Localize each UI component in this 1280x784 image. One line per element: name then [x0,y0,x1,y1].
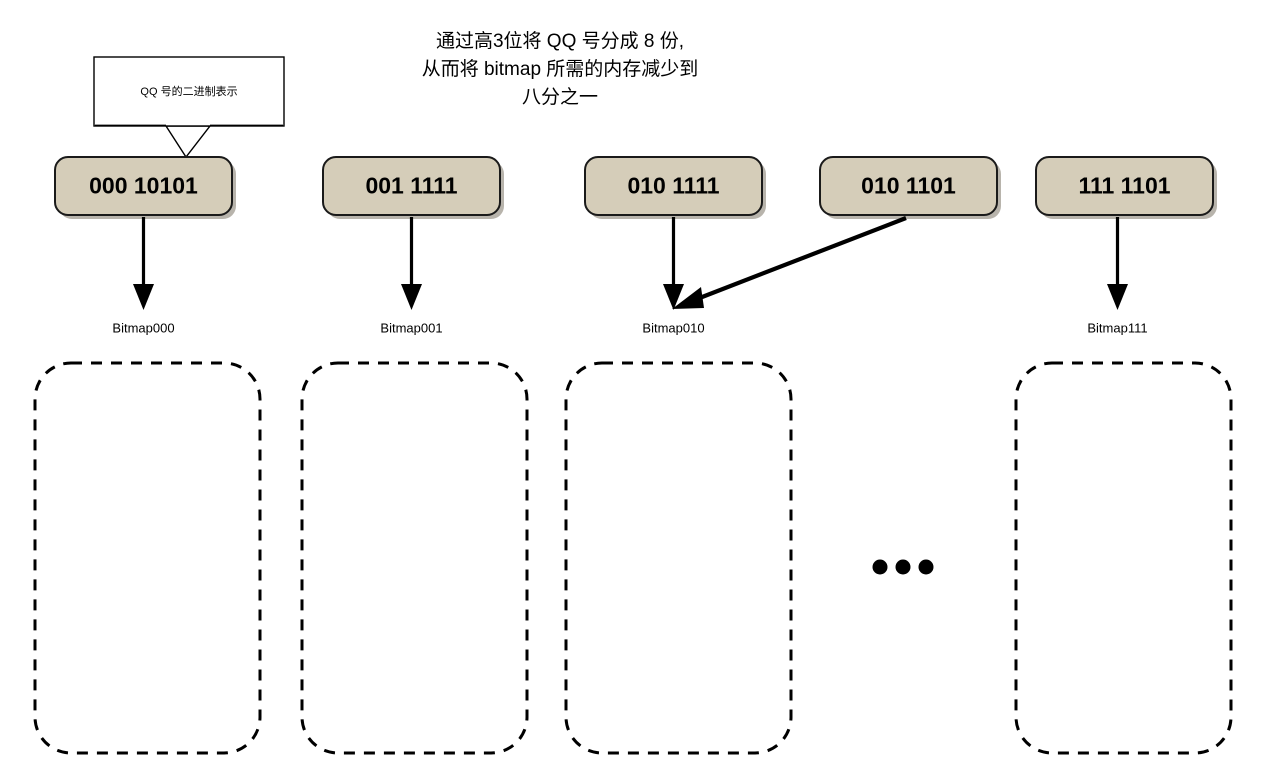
bitmap-slot-010[interactable] [564,361,793,755]
arrow-chip3-to-bitmap010 [663,217,684,310]
callout-label: QQ 号的二进制表示 [140,84,237,98]
ellipsis-indicator [872,559,934,575]
chip-010-1101[interactable]: 010 1101 [819,156,1001,219]
arrow-head [401,284,422,310]
callout-box [93,56,285,127]
title-line-1: 通过高3位将 QQ 号分成 8 份, [436,30,684,52]
arrow-chip4-to-bitmap010 [672,216,907,309]
ellipsis-dot-2 [895,559,911,575]
chip-label: 001 1111 [365,173,457,199]
chip-row: 000 10101 001 1111 010 1111 010 1101 [54,156,1217,219]
arrow-shaft-diagonal [696,216,907,301]
title-line-3: 八分之一 [522,86,598,108]
arrow-head-diagonal [672,287,704,309]
title-block: 通过高3位将 QQ 号分成 8 份, 从而将 bitmap 所需的内存减少到 八… [422,30,699,108]
bitmap-slot-111[interactable] [1014,361,1233,755]
bitmap-label-111: Bitmap111 [1087,320,1147,335]
title-line-2: 从而将 bitmap 所需的内存减少到 [422,58,699,80]
chip-label: 010 1101 [861,173,956,199]
chip-000-10101[interactable]: 000 10101 [54,156,236,219]
chip-111-1101[interactable]: 111 1101 [1035,156,1217,219]
chip-body [322,156,501,216]
ellipsis-dot-1 [872,559,888,575]
arrow-chip1-to-bitmap000 [133,217,154,310]
chip-001-1111[interactable]: 001 1111 [322,156,504,219]
bitmap-label-010: Bitmap010 [642,320,704,335]
arrow-head [133,284,154,310]
chip-body [1035,156,1214,216]
chip-body [584,156,763,216]
bitmap-slot-000[interactable] [33,361,262,755]
arrow-chip2-to-bitmap001 [401,217,422,310]
callout-tail [164,125,212,159]
bitmap-label-row: Bitmap000 Bitmap001 Bitmap010 Bitmap111 [112,320,1147,335]
arrow-group [133,216,1128,310]
bitmap-slot-001[interactable] [300,361,529,755]
bitmap-slot-row [33,361,1233,755]
bitmap-label-000: Bitmap000 [112,320,174,335]
chip-010-1111[interactable]: 010 1111 [584,156,766,219]
arrow-head [1107,284,1128,310]
chip-label: 000 10101 [89,173,198,199]
chip-label: 010 1111 [627,173,719,199]
arrow-head [663,284,684,310]
chip-label: 111 1101 [1078,173,1170,199]
arrow-chip5-to-bitmap111 [1107,217,1128,310]
callout-bubble: QQ 号的二进制表示 [93,56,285,159]
ellipsis-dot-3 [918,559,934,575]
chip-body [819,156,998,216]
chip-body [54,156,233,216]
bitmap-label-001: Bitmap001 [380,320,442,335]
